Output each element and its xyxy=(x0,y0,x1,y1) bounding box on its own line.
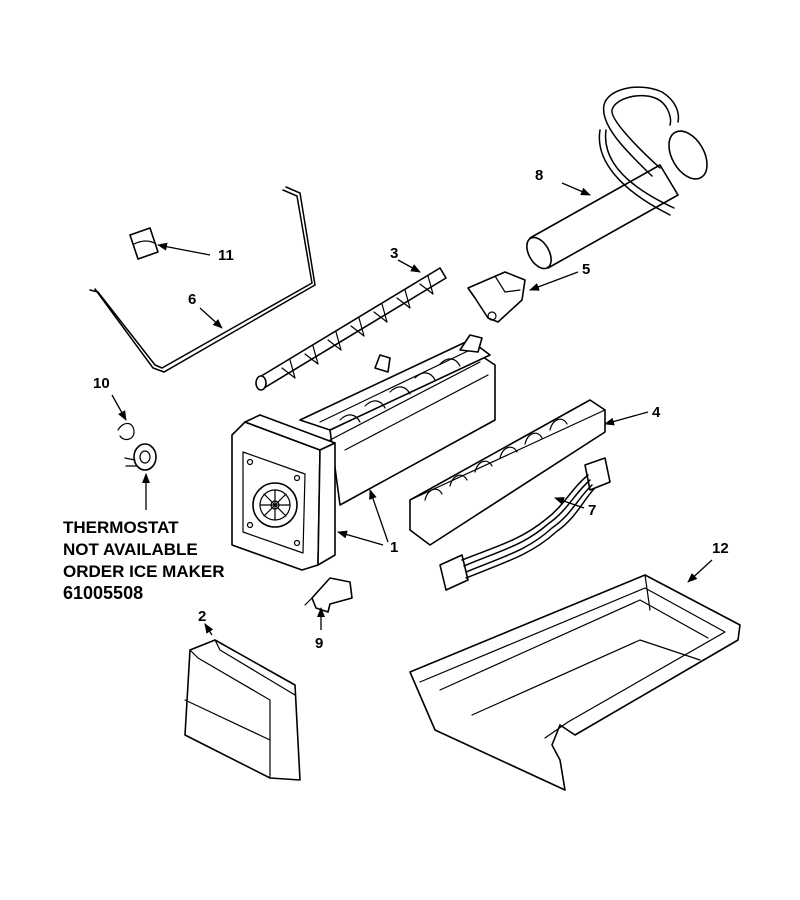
part-stripper xyxy=(409,399,606,546)
note-line-3: ORDER ICE MAKER xyxy=(63,562,225,581)
callout-1: 1 xyxy=(390,539,398,556)
callout-4: 4 xyxy=(652,404,661,421)
part-bracket xyxy=(304,577,353,613)
callout-2: 2 xyxy=(198,608,206,625)
callout-7: 7 xyxy=(588,502,596,519)
part-ice-bucket xyxy=(409,574,741,791)
part-ejector xyxy=(255,267,447,391)
part-fill-tube xyxy=(526,86,708,270)
part-thermostat-clip xyxy=(117,422,135,441)
callout-8: 8 xyxy=(535,167,543,184)
part-wire-harness xyxy=(439,457,611,591)
callout-3: 3 xyxy=(390,245,398,262)
callout-10: 10 xyxy=(93,375,110,392)
callout-labels: 1 2 3 4 5 6 7 8 9 10 11 12 xyxy=(93,167,729,652)
part-ice-maker-body xyxy=(299,334,496,506)
callout-12: 12 xyxy=(712,540,729,557)
note-line-2: NOT AVAILABLE xyxy=(63,540,198,559)
part-front-cover xyxy=(184,639,301,781)
part-lever xyxy=(467,271,526,323)
note-line-4: 61005508 xyxy=(63,583,143,603)
callout-6: 6 xyxy=(188,291,196,308)
callout-11: 11 xyxy=(218,247,234,264)
note-line-1: THERMOSTAT xyxy=(63,518,179,537)
part-shutoff-arm xyxy=(89,186,316,373)
thermostat-note: THERMOSTAT NOT AVAILABLE ORDER ICE MAKER… xyxy=(63,518,225,603)
callout-9: 9 xyxy=(315,635,323,652)
callout-5: 5 xyxy=(582,261,590,278)
part-clip xyxy=(129,227,159,260)
leader-lines xyxy=(111,182,713,636)
part-thermostat xyxy=(124,443,157,471)
part-ice-maker-head xyxy=(231,414,336,571)
